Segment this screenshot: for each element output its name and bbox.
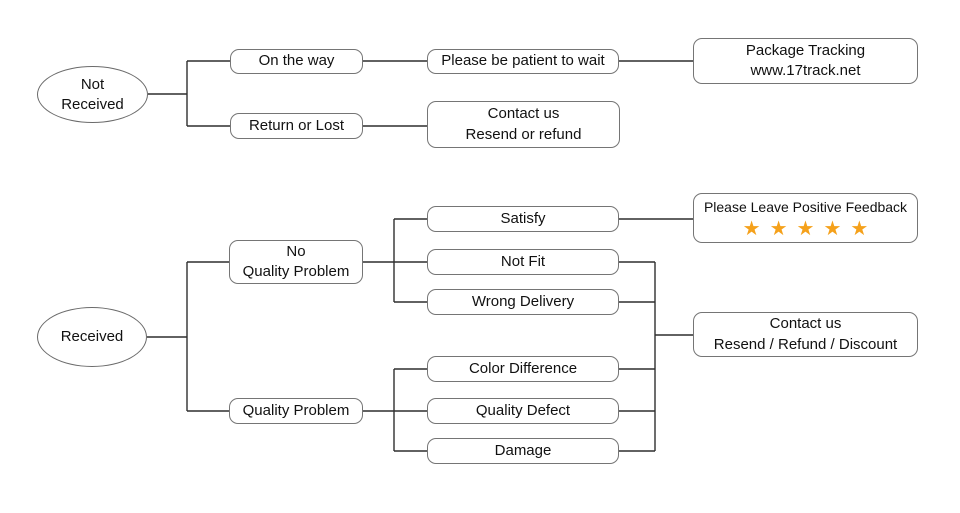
node-label-line: Resend / Refund / Discount [713,335,898,353]
node-wrong-delivery: Wrong Delivery [427,289,619,315]
node-contact-resend-refund-discount: Contact us Resend / Refund / Discount [693,312,918,357]
node-label-line: Quality Problem [242,263,350,280]
node-satisfy: Satisfy [427,206,619,232]
node-received: Received [37,307,147,367]
node-color-difference: Color Difference [427,356,619,382]
node-damage: Damage [427,438,619,464]
node-quality-problem: Quality Problem [229,398,363,424]
node-please-be-patient: Please be patient to wait [427,49,619,74]
connector-tree-not-received [148,60,693,127]
node-label: Received [60,328,124,346]
feedback-label: Please Leave Positive Feedback [703,199,908,216]
node-label-line: Resend or refund [465,125,582,143]
node-no-quality-problem: No Quality Problem [229,240,363,284]
node-label: Please be patient to wait [441,52,605,70]
node-label: Damage [494,441,552,459]
node-label: Quality Defect [475,401,571,419]
node-not-fit: Not Fit [427,249,619,275]
node-label-line: Contact us [769,315,842,333]
node-label: Quality Problem [242,401,350,419]
node-not-received: Not Received [37,66,148,123]
tracking-url: www.17track.net [750,62,861,79]
node-label-line: No [286,242,306,260]
node-label-line: Not [80,76,105,93]
node-label-line: Package Tracking [745,41,866,59]
connector-tree-received [147,218,693,452]
node-label-line: Contact us [487,105,560,123]
node-label: Wrong Delivery [471,292,575,310]
node-package-tracking: Package Tracking www.17track.net [693,38,918,84]
node-contact-resend-refund: Contact us Resend or refund [427,101,620,148]
node-label: Return or Lost [248,116,345,134]
node-label: Satisfy [500,209,546,227]
node-label: On the way [258,52,335,70]
five-star-rating-icon: ★★★★★ [742,215,878,240]
node-label-line: Received [61,95,124,113]
node-label: Not Fit [500,252,546,270]
node-label: Color Difference [468,359,578,377]
node-return-or-lost: Return or Lost [230,113,363,139]
node-quality-defect: Quality Defect [427,398,619,424]
node-positive-feedback: Please Leave Positive Feedback ★★★★★ [693,193,918,243]
node-on-the-way: On the way [230,49,363,74]
